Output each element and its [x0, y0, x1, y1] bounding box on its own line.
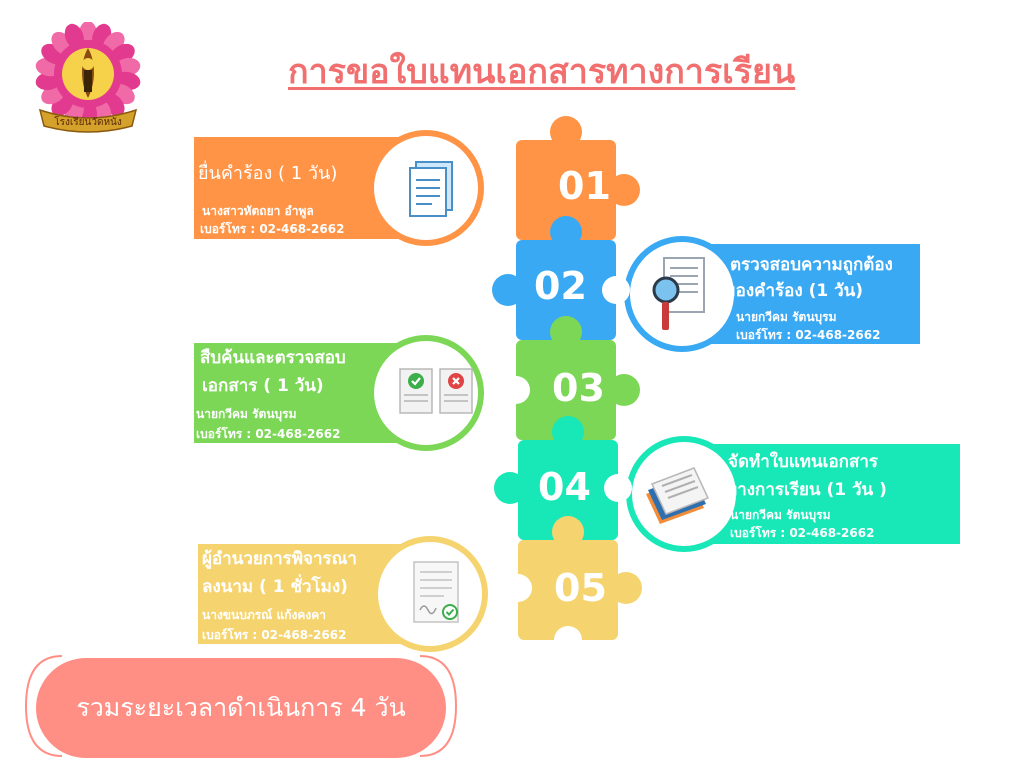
puzzle-piece-4 [494, 416, 632, 540]
step-3-phone: เบอร์โทร : 02-468-2662 [196, 427, 341, 441]
step-card-3: สืบค้นและตรวจสอบ เอกสาร ( 1 วัน) นายกวีค… [192, 335, 492, 451]
step-card-2: ตรวจสอบความถูกต้อง ของคำร้อง (1 วัน) นาย… [624, 236, 924, 352]
step-5-person: นางขนบภรณ์ แก้งคงคา [202, 608, 327, 622]
puzzle-piece-1 [516, 116, 640, 240]
stacked-papers-icon [646, 467, 710, 524]
step-1-person: นางสาวหัตถยา อำพูล [202, 204, 314, 218]
summary-text: รวมระยะเวลาดำเนินการ 4 วัน [76, 693, 406, 722]
step-4-phone: เบอร์โทร : 02-468-2662 [730, 526, 875, 540]
step-number-3: 03 [552, 366, 605, 410]
step-4-person: นายกวีคม รัตนบุรม [730, 508, 831, 522]
step-number-2: 02 [534, 264, 587, 308]
summary-pill: รวมระยะเวลาดำเนินการ 4 วัน [22, 652, 460, 760]
step-1-phone: เบอร์โทร : 02-468-2662 [200, 222, 345, 236]
step-3-person: นายกวีคม รัตนบุรม [196, 407, 297, 421]
step-3-heading-line-2: เอกสาร ( 1 วัน) [202, 376, 324, 396]
puzzle-steps: 01 02 03 04 05 [480, 108, 660, 648]
magnifier-document-icon [652, 257, 705, 330]
school-logo: โรงเรียนวัดหนัง [35, 22, 141, 133]
puzzle-piece-5 [504, 516, 642, 648]
document-icon [409, 161, 453, 217]
step-4-heading-line-1: จัดทำใบแทนเอกสาร [728, 452, 878, 472]
puzzle-piece-2 [492, 216, 630, 340]
step-5-heading-line-1: ผู้อำนวยการพิจารณา [202, 549, 357, 569]
step-2-heading-line-2: ของคำร้อง (1 วัน) [724, 281, 864, 301]
signed-document-icon [413, 561, 459, 623]
step-2-phone: เบอร์โทร : 02-468-2662 [736, 328, 881, 342]
step-5-heading-line-2: ลงนาม ( 1 ชั่วโมง) [202, 577, 348, 597]
step-5-phone: เบอร์โทร : 02-468-2662 [202, 628, 347, 642]
step-card-1: ยื่นคำร้อง ( 1 วัน) นางสาวหัตถยา อำพูล เ… [192, 130, 492, 246]
step-2-heading-line-1: ตรวจสอบความถูกต้อง [730, 255, 893, 275]
step-2-person: นายกวีคม รัตนบุรม [736, 310, 837, 324]
step-number-1: 01 [558, 164, 611, 208]
page-title: การขอใบแทนเอกสารทางการเรียน [288, 52, 796, 92]
step-number-4: 04 [538, 465, 591, 509]
step-4-heading-line-2: ทางการเรียน (1 วัน ) [726, 480, 887, 500]
logo-text: โรงเรียนวัดหนัง [54, 115, 122, 128]
step-card-5: ผู้อำนวยการพิจารณา ลงนาม ( 1 ชั่วโมง) นา… [196, 536, 496, 652]
step-number-5: 05 [554, 566, 607, 610]
step-1-heading: ยื่นคำร้อง ( 1 วัน) [198, 163, 338, 184]
approve-reject-documents-icon [399, 368, 473, 414]
step-3-heading-line-1: สืบค้นและตรวจสอบ [200, 348, 346, 368]
puzzle-piece-3 [502, 316, 640, 440]
step-card-4: จัดทำใบแทนเอกสาร ทางการเรียน (1 วัน ) นา… [626, 436, 962, 552]
